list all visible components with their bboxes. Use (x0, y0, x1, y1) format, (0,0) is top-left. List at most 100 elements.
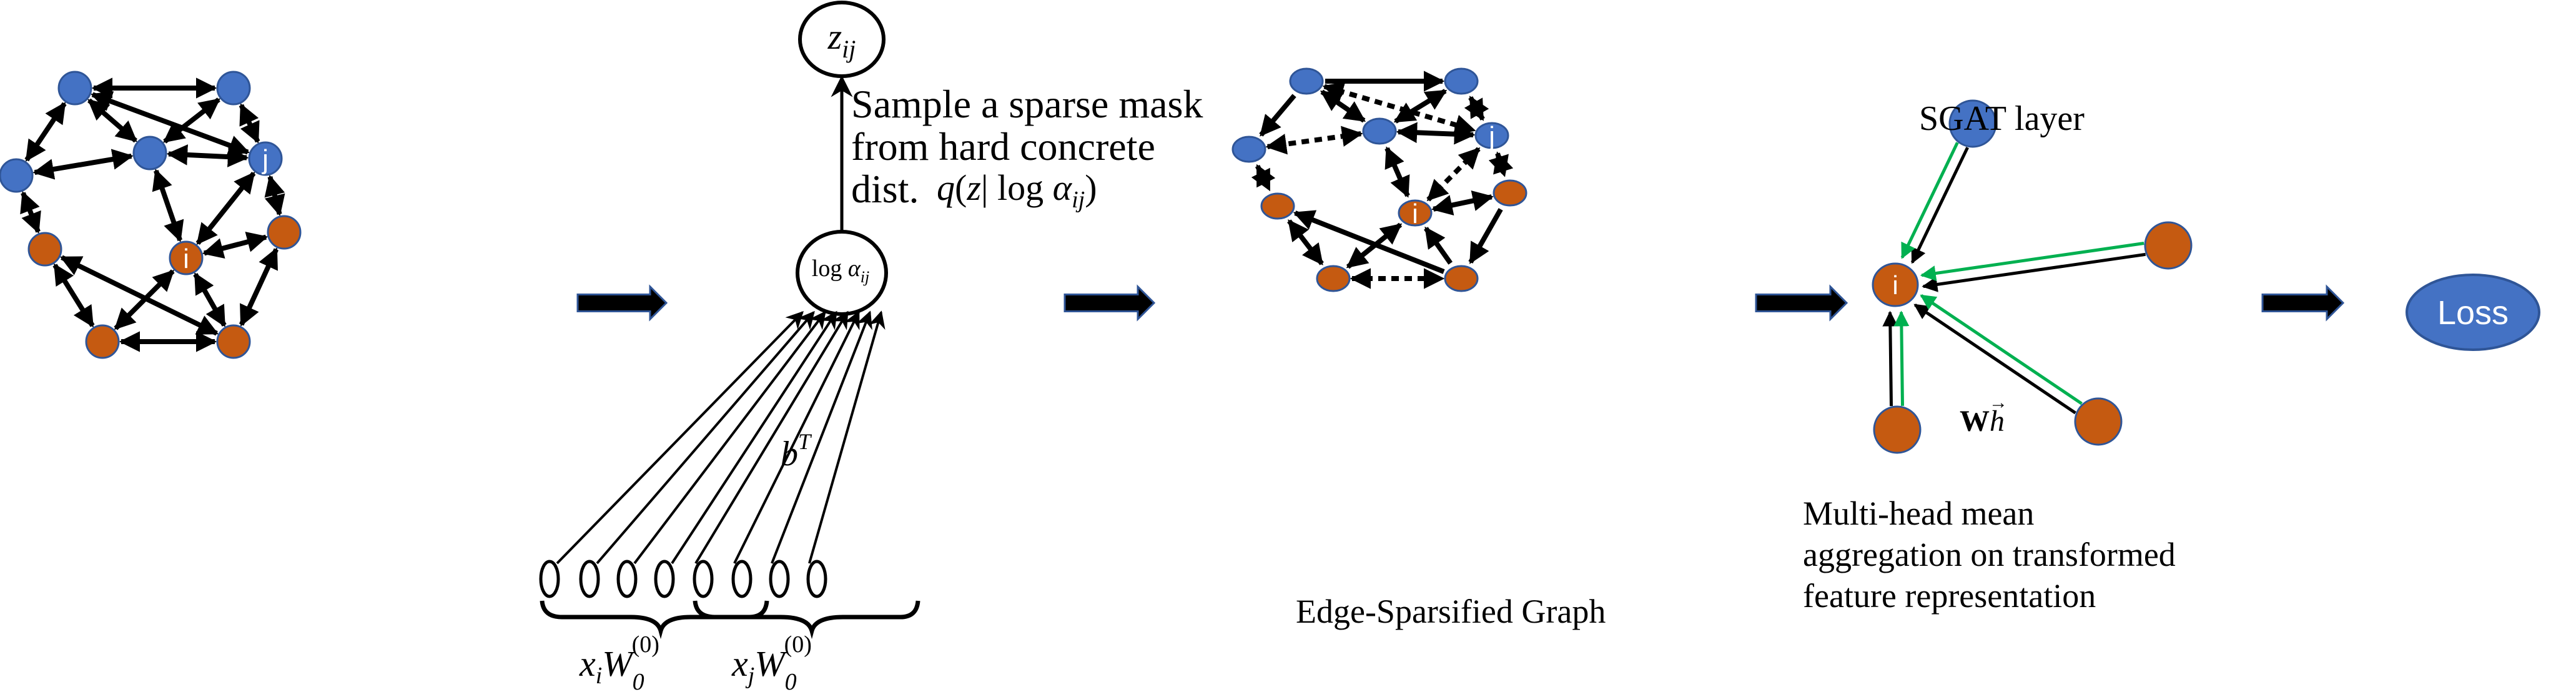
sparsified-node-e (1260, 192, 1295, 220)
sparsified-edge-h-i (1424, 226, 1453, 265)
sparsified-node-f (1493, 179, 1527, 207)
original-node-b (216, 71, 251, 106)
sparsified-edge-c-e (1251, 164, 1276, 192)
log-alpha-label: log αij (812, 255, 869, 286)
original-node-d (132, 136, 167, 171)
original-node-j: j (248, 141, 283, 176)
sparsified-edge-d-b (1393, 89, 1448, 124)
sgat-caption-3: feature representation (1803, 577, 2096, 615)
original-edge-i-g (114, 269, 175, 330)
sparsified-node-h (1444, 265, 1479, 292)
mask-network: zij log αij Sample a sparse mask from ha… (539, 1, 1203, 692)
sparsified-node-a (1289, 67, 1324, 95)
original-edge-j-i (195, 171, 256, 245)
flow-arrow-4 (2261, 284, 2345, 322)
sparsified-edge-a-c (1259, 94, 1296, 137)
original-edge-b-j (239, 103, 260, 144)
loss-label: Loss (2437, 294, 2509, 332)
original-node-h (216, 324, 251, 359)
sgat-edge-green (1893, 310, 1910, 406)
node-label: j (261, 144, 269, 175)
node-label: j (1488, 121, 1495, 152)
sgat-layer: i (1872, 99, 2193, 454)
sgat-edge-black (1922, 252, 2146, 292)
input-node (539, 560, 560, 598)
original-edge-b-d (163, 97, 220, 144)
original-node-a (57, 71, 92, 106)
input-edge (671, 310, 837, 565)
sparsified-graph-nodes: ji (1231, 67, 1527, 292)
sparsified-node-d (1362, 117, 1397, 145)
sparsified-edge-d-i (1384, 146, 1410, 198)
sgat-edge-green (1920, 242, 2144, 281)
input-edge (633, 310, 826, 565)
sparsified-edge-d-c (1265, 126, 1363, 155)
sparsified-node-j: j (1474, 121, 1509, 152)
sparsified-edge-b-j (1464, 96, 1489, 121)
sgat-edge-black (1910, 147, 1969, 264)
original-edge-d-i (152, 169, 184, 242)
original-node-i: i (169, 240, 204, 275)
sparsified-node-b (1444, 67, 1479, 95)
node-label: i (1412, 199, 1418, 229)
sparsified-edge-j-f (1488, 151, 1514, 177)
original-edge-e-g (52, 263, 95, 328)
sgat-caption-2: aggregation on transformed (1803, 536, 2176, 573)
sparsified-edge-i-g (1346, 222, 1403, 269)
input-node (693, 560, 714, 598)
sgat-center-node (1872, 262, 1919, 307)
annotation-formula: q(z| log αij) (937, 167, 1097, 213)
input-node (769, 560, 790, 598)
sgat-neighbor-node (2144, 221, 2193, 270)
original-node-f (267, 215, 302, 250)
sparsified-edge-f-h (1468, 208, 1503, 264)
sparsified-edge-d-j (1396, 122, 1476, 145)
z-node-label: zij (827, 16, 856, 63)
sparsified-node-i: i (1398, 199, 1433, 229)
original-edge-f-h (239, 247, 279, 327)
input-node (579, 560, 600, 598)
sgat-neighbor-node (1873, 405, 1922, 454)
original-graph-edges (20, 77, 285, 352)
original-edge-d-c (32, 149, 134, 180)
original-graph-nodes: ji (0, 71, 302, 359)
node-label: i (183, 244, 189, 274)
annotation-line-3: dist. (851, 167, 919, 211)
sgat-center-label: i (1892, 270, 1898, 300)
sgat-edge-green (1920, 294, 2083, 405)
original-edge-a-d (87, 98, 137, 143)
original-edge-i-f (202, 231, 269, 259)
input-node (731, 560, 753, 598)
original-node-g (85, 324, 120, 359)
sparsified-edge-a-d (1320, 89, 1366, 123)
sparsified-graph-edges (1251, 71, 1514, 289)
sparsified-edge-e-g (1287, 219, 1324, 265)
sparsified-node-c (1231, 136, 1266, 163)
sgat-edge-black (1882, 310, 1898, 407)
flow-arrow-2 (1063, 284, 1156, 322)
flow-arrow-1 (576, 284, 668, 322)
neighbor-feature-vec: → (1989, 392, 2008, 413)
bias-label: bT (781, 429, 812, 473)
input-edge (771, 310, 872, 564)
sparsified-edge-j-i (1426, 147, 1481, 202)
brace-xj (693, 600, 920, 640)
sgat-edge-green (1900, 142, 1959, 259)
input-node (654, 560, 675, 598)
xi-w0-label: xiW0(0) (579, 631, 659, 692)
sparsified-edge-i-f (1431, 190, 1494, 216)
flow-arrows (576, 284, 2345, 322)
original-edge-j-f (264, 174, 285, 217)
input-edge (808, 310, 886, 564)
original-edge-c-e (20, 190, 41, 234)
input-edge (694, 310, 849, 565)
annotation-line-1: Sample a sparse mask (851, 82, 1203, 126)
input-nodes (539, 310, 886, 598)
input-node (616, 560, 638, 598)
sparsified-node-g (1316, 265, 1351, 292)
input-node (806, 560, 827, 598)
loss-node (2406, 274, 2540, 351)
original-node-c (0, 158, 34, 193)
sgat-title: SGAT layer (1919, 99, 2085, 138)
